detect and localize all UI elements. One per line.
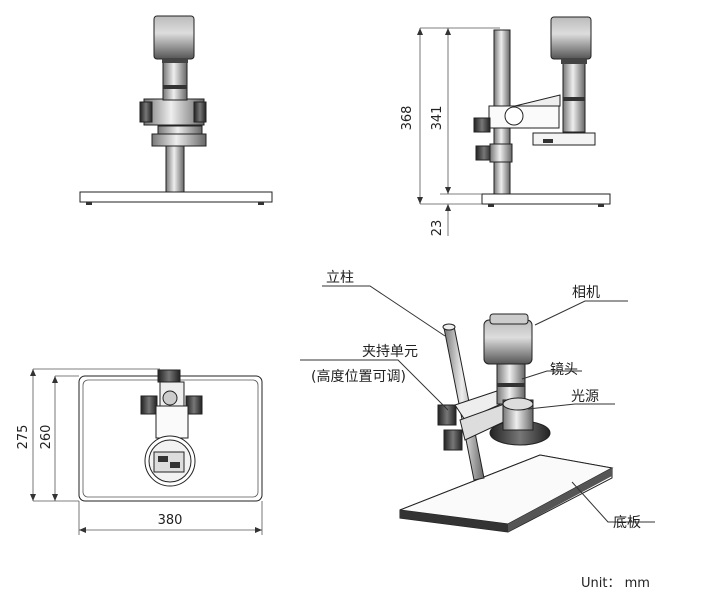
front-camera xyxy=(153,15,195,60)
callout-light: 光源 xyxy=(571,389,599,405)
front-view xyxy=(79,15,273,205)
side-base-plate xyxy=(481,193,611,205)
front-column xyxy=(165,145,185,193)
dim-base-depth-total: 275 xyxy=(16,425,31,450)
dim-total-height: 368 xyxy=(400,106,415,131)
dim-base-width: 380 xyxy=(158,513,183,528)
callout-clamp-unit: 夹持单元 xyxy=(362,344,418,360)
side-camera xyxy=(550,16,592,60)
callout-base: 底板 xyxy=(613,515,641,531)
unit-label: Unit： mm xyxy=(581,576,650,591)
perspective-view xyxy=(399,313,614,533)
dim-base-depth: 260 xyxy=(39,425,54,450)
front-lens xyxy=(162,61,188,101)
persp-camera xyxy=(483,319,533,365)
callout-lens: 镜头 xyxy=(550,362,578,378)
top-view xyxy=(30,368,263,535)
front-base-plate xyxy=(79,191,273,203)
callout-column: 立柱 xyxy=(326,270,354,286)
dim-column-height: 341 xyxy=(430,106,445,131)
callout-clamp-note: (高度位置可调) xyxy=(311,368,406,385)
side-view xyxy=(417,16,611,236)
dim-base-thickness: 23 xyxy=(430,220,445,237)
callout-camera: 相机 xyxy=(572,285,600,301)
